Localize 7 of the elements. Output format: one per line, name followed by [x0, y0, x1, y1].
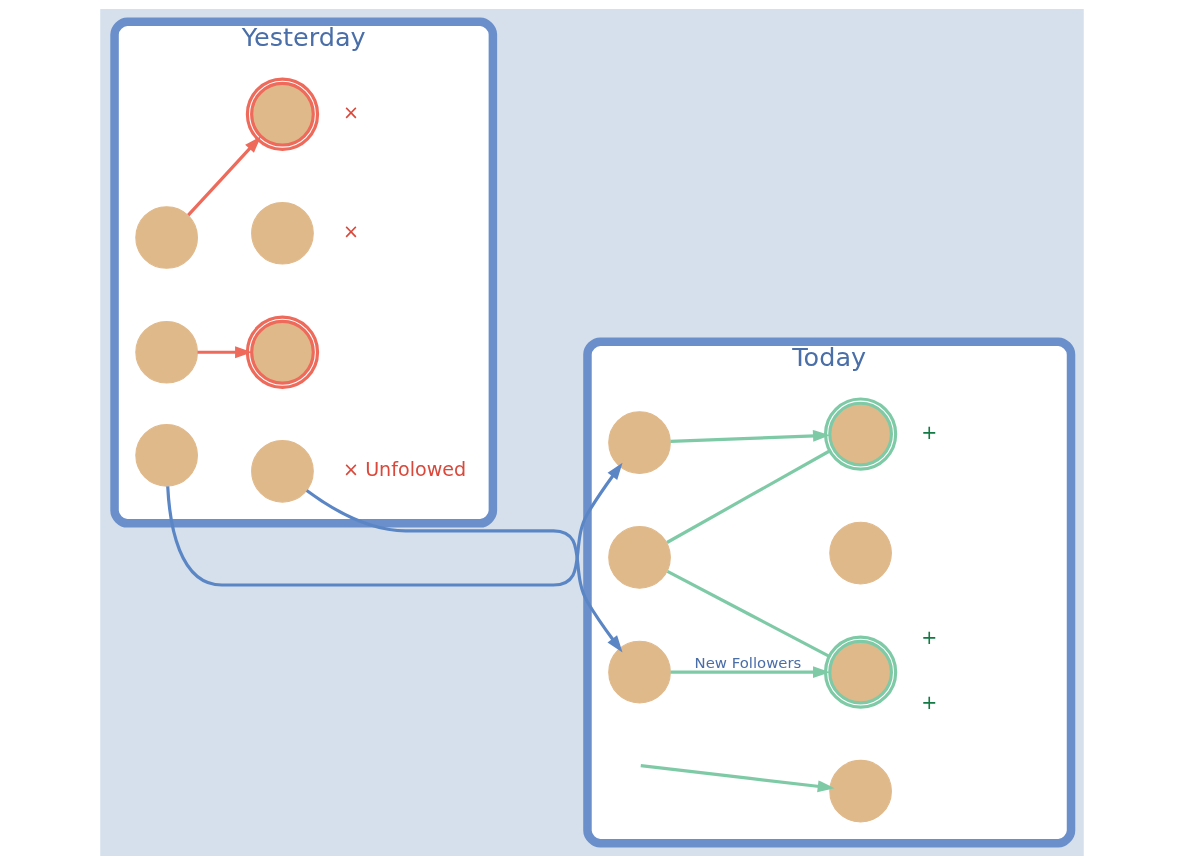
edge-label: New Followers — [694, 653, 802, 672]
node-label: × — [343, 219, 360, 243]
node-label: × — [343, 100, 360, 124]
node-label: + — [921, 420, 938, 444]
node-label: + — [921, 625, 938, 649]
node-label: + — [921, 690, 938, 714]
node-label: × Unfolowed — [343, 457, 467, 481]
